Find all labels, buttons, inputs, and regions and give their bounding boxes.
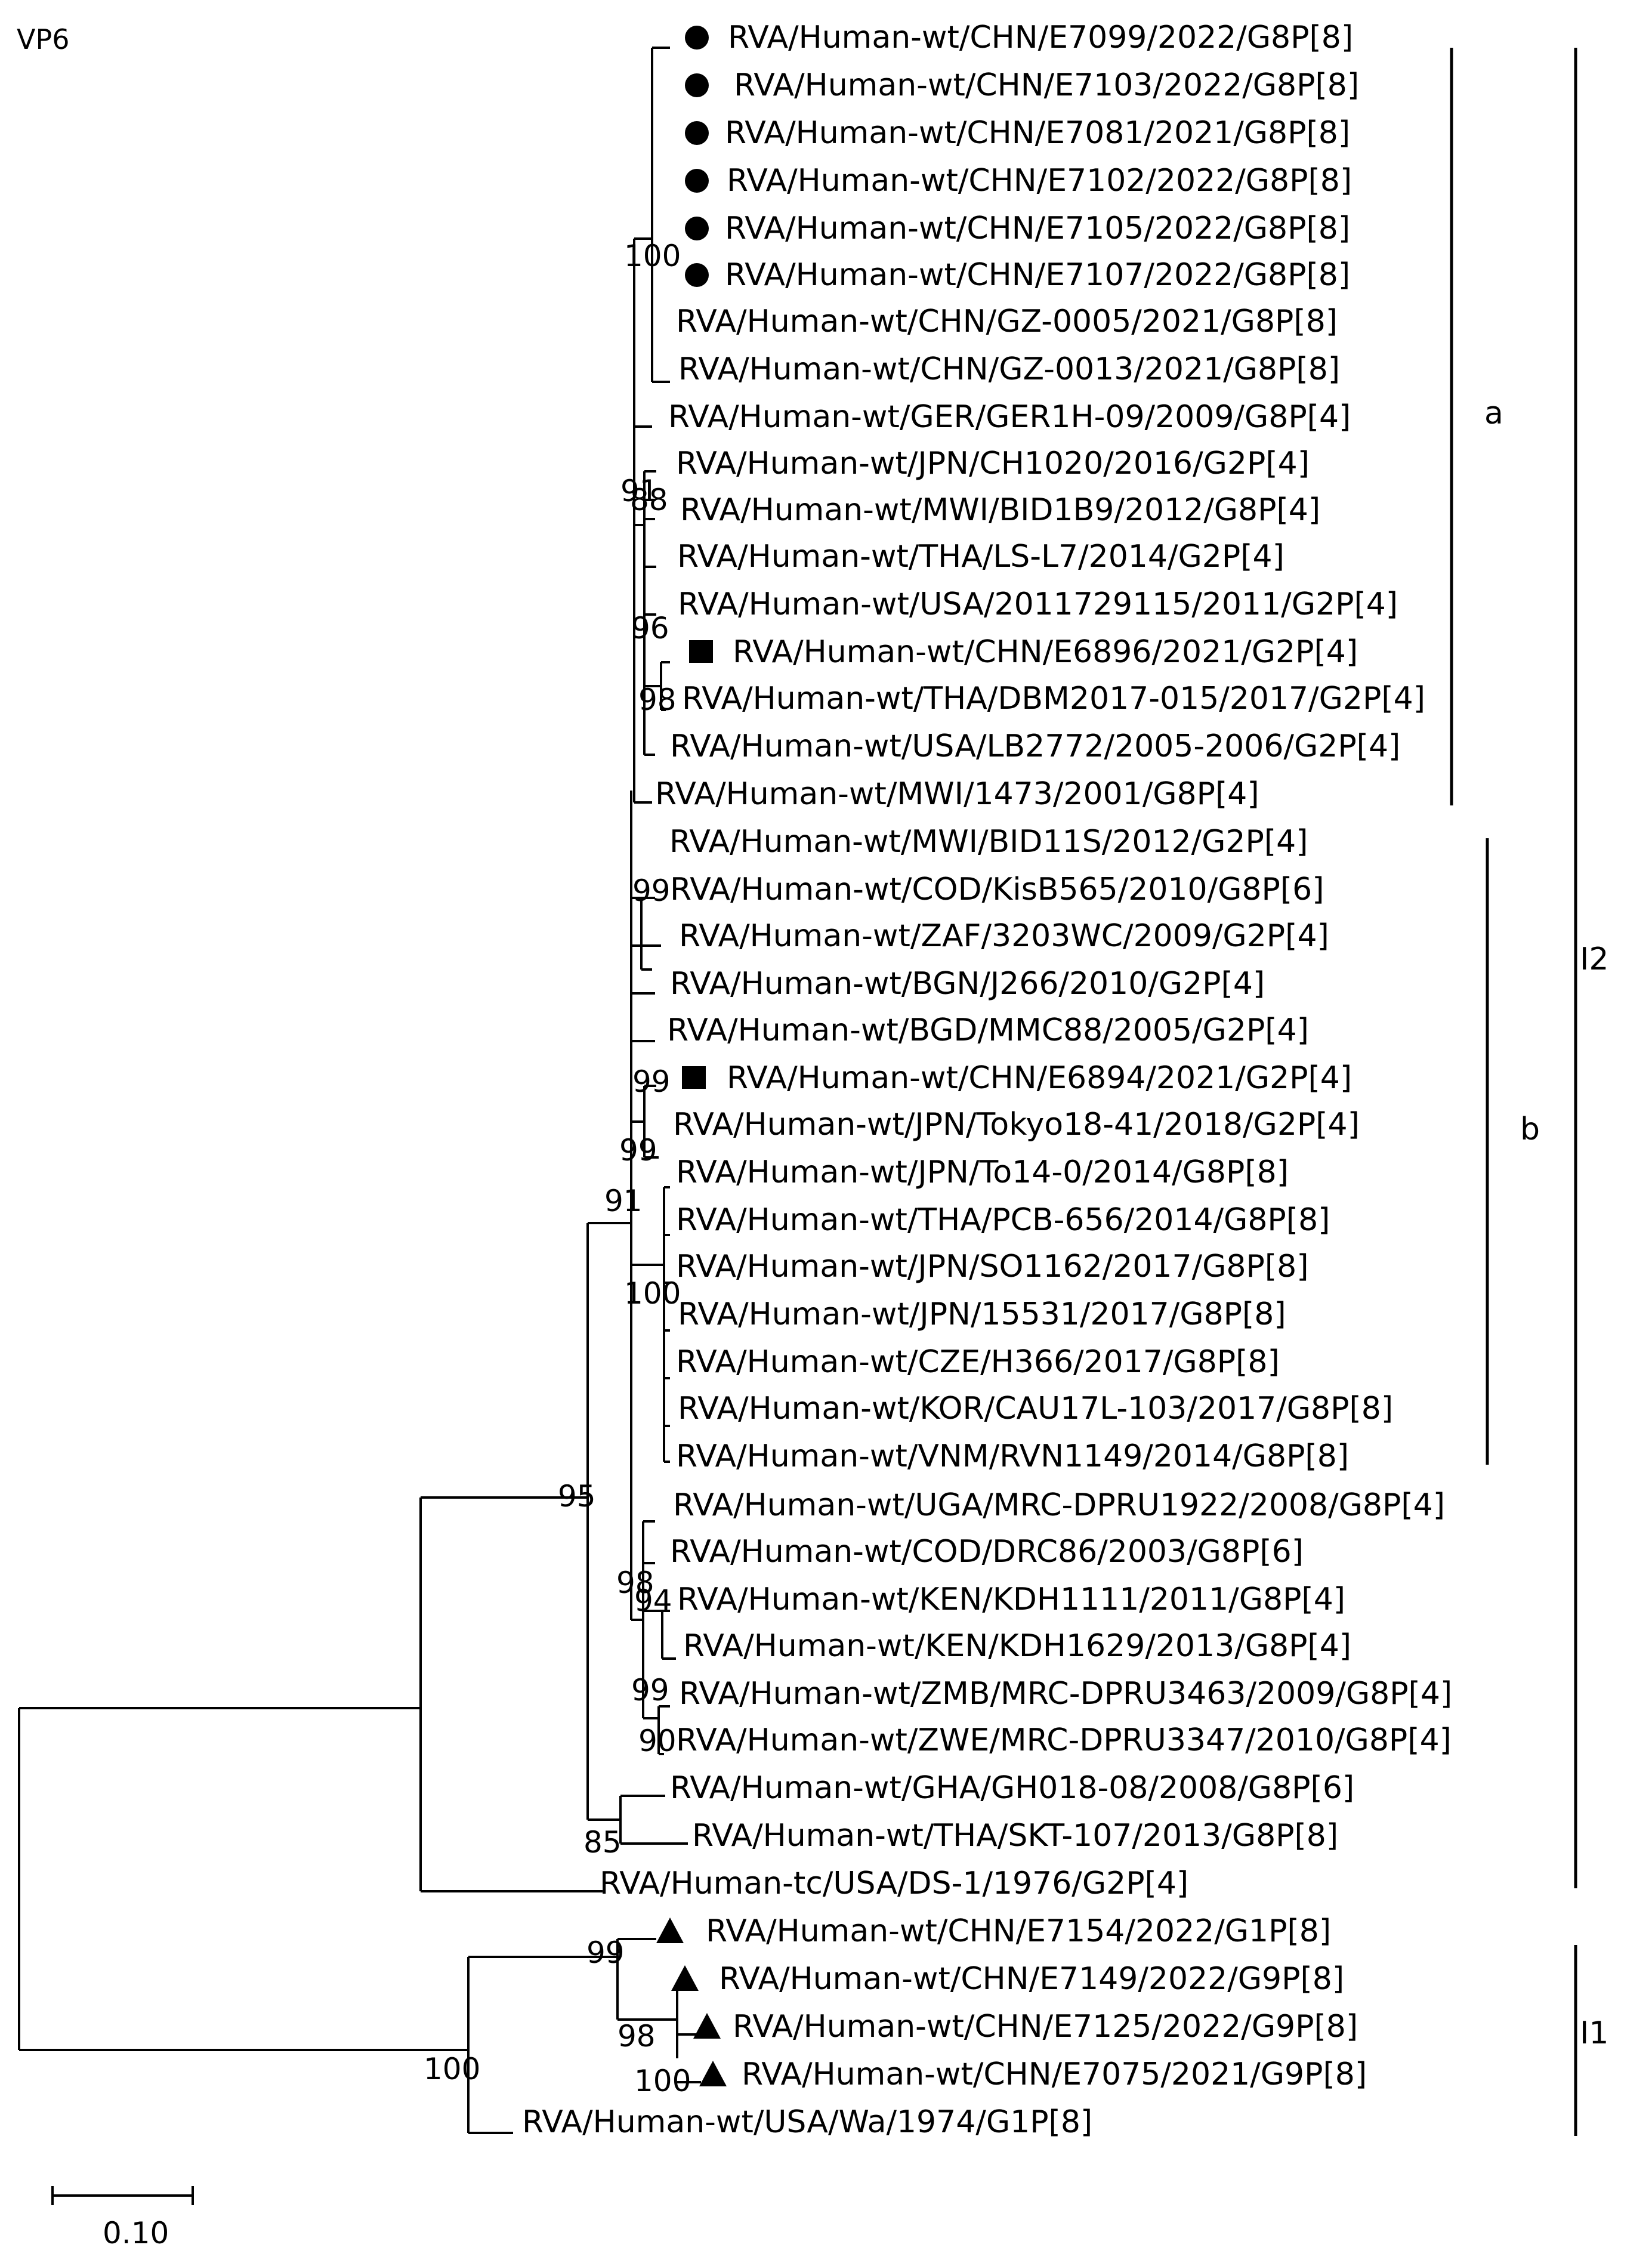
bootstrap-value: 85 <box>583 1825 622 1860</box>
triangle-marker-icon <box>656 1918 684 1943</box>
leaf-label: RVA/Human-wt/KEN/KDH1629/2013/G8P[4] <box>683 1628 1351 1664</box>
leaf-label: RVA/Human-wt/THA/SKT-107/2013/G8P[8] <box>692 1818 1338 1854</box>
square-marker-icon <box>682 1066 706 1089</box>
bootstrap-value: 99 <box>619 1133 657 1168</box>
figure-title: VP6 <box>17 23 69 55</box>
leaf-label: RVA/Human-wt/CHN/E7081/2021/G8P[8] <box>725 115 1350 151</box>
leaf-label: RVA/Human-wt/ZAF/3203WC/2009/G2P[4] <box>679 918 1329 954</box>
leaf-label: RVA/Human-wt/KOR/CAU17L-103/2017/G8P[8] <box>678 1391 1393 1427</box>
leaf-label: RVA/Human-wt/CHN/E7149/2022/G9P[8] <box>719 1961 1344 1997</box>
bootstrap-value: 94 <box>634 1583 672 1618</box>
triangle-marker-icon <box>699 2061 727 2086</box>
leaf-label: RVA/Human-wt/BGD/MMC88/2005/G2P[4] <box>667 1012 1309 1048</box>
leaf-label: RVA/Human-wt/THA/DBM2017-015/2017/G2P[4] <box>682 681 1425 717</box>
leaf-label: RVA/Human-wt/KEN/KDH1111/2011/G8P[4] <box>677 1582 1345 1617</box>
leaf-label: RVA/Human-wt/COD/DRC86/2003/G8P[6] <box>670 1534 1304 1570</box>
bootstrap-value: 100 <box>624 239 681 273</box>
leaf-label: RVA/Human-tc/USA/DS-1/1976/G2P[4] <box>600 1866 1188 1901</box>
bootstrap-value: 100 <box>634 2064 691 2098</box>
leaf-label: RVA/Human-wt/THA/LS-L7/2014/G2P[4] <box>677 539 1284 575</box>
leaf-label: RVA/Human-wt/MWI/1473/2001/G8P[4] <box>655 776 1259 812</box>
leaf-label: RVA/Human-wt/USA/Wa/1974/G1P[8] <box>522 2104 1092 2140</box>
circle-marker-icon <box>685 26 709 50</box>
leaf-label: RVA/Human-wt/JPN/SO1162/2017/G8P[8] <box>676 1249 1309 1285</box>
leaf-label: RVA/Human-wt/JPN/CH1020/2016/G2P[4] <box>676 446 1310 481</box>
clade-label: I1 <box>1580 2015 1608 2051</box>
leaf-label: RVA/Human-wt/BGN/J266/2010/G2P[4] <box>670 966 1265 1002</box>
leaf-label: RVA/Human-wt/VNM/RVN1149/2014/G8P[8] <box>676 1438 1349 1474</box>
bootstrap-value: 98 <box>617 2019 656 2054</box>
triangle-marker-icon <box>693 2013 721 2039</box>
bootstrap-value: 98 <box>638 683 677 717</box>
bootstrap-value: 99 <box>631 1673 669 1708</box>
bootstrap-value: 99 <box>632 873 671 908</box>
leaf-label: RVA/Human-wt/JPN/Tokyo18-41/2018/G2P[4] <box>673 1107 1360 1143</box>
leaf-labels: RVA/Human-wt/CHN/E7099/2022/G8P[8] RVA/Hu… <box>522 20 1452 2140</box>
leaf-label: RVA/Human-wt/CHN/E7107/2022/G8P[8] <box>725 257 1350 293</box>
bootstrap-value: 91 <box>620 474 659 508</box>
scale-bar-line <box>51 2186 194 2205</box>
leaf-label: RVA/Human-wt/CZE/H366/2017/G8P[8] <box>676 1344 1280 1380</box>
leaf-label: RVA/Human-wt/GHA/GH018-08/2008/G8P[6] <box>670 1770 1354 1806</box>
circle-marker-icon <box>685 263 709 287</box>
leaf-label: RVA/Human-wt/CHN/E7125/2022/G9P[8] <box>733 2009 1358 2045</box>
leaf-label: RVA/Human-wt/CHN/E7099/2022/G8P[8] <box>728 20 1353 55</box>
leaf-label: RVA/Human-wt/JPN/To14-0/2014/G8P[8] <box>676 1154 1289 1190</box>
bootstrap-value: 99 <box>586 1935 625 1970</box>
bootstrap-value: 100 <box>624 1276 681 1311</box>
circle-marker-icon <box>685 169 709 193</box>
leaf-label: RVA/Human-wt/ZMB/MRC-DPRU3463/2009/G8P[4… <box>679 1676 1452 1712</box>
triangle-marker-icon <box>671 1965 699 1991</box>
bootstrap-values: 1009188969899999991100959894999085999810… <box>424 239 691 2098</box>
leaf-label: RVA/Human-wt/MWI/BID1B9/2012/G8P[4] <box>680 492 1320 528</box>
leaf-label: RVA/Human-wt/USA/LB2772/2005-2006/G2P[4] <box>670 728 1400 764</box>
bootstrap-value: 96 <box>631 611 669 646</box>
leaf-label: RVA/Human-wt/CHN/GZ-0013/2021/G8P[8] <box>678 351 1340 387</box>
square-marker-icon <box>689 640 713 663</box>
clade-label: I2 <box>1580 941 1608 977</box>
leaf-label: RVA/Human-wt/CHN/E7103/2022/G8P[8] <box>734 67 1359 103</box>
leaf-label: RVA/Human-wt/USA/2011729115/2011/G2P[4] <box>678 586 1398 622</box>
bootstrap-value: 100 <box>424 2052 480 2086</box>
bootstrap-value: 91 <box>604 1184 643 1218</box>
bootstrap-value: 99 <box>632 1064 671 1099</box>
leaf-label: RVA/Human-wt/CHN/E7105/2022/G8P[8] <box>725 211 1350 246</box>
leaf-label: RVA/Human-wt/GER/GER1H-09/2009/G8P[4] <box>668 399 1351 435</box>
leaf-label: RVA/Human-wt/MWI/BID11S/2012/G2P[4] <box>669 824 1308 860</box>
leaf-label: RVA/Human-wt/UGA/MRC-DPRU1922/2008/G8P[4… <box>673 1487 1445 1523</box>
scale-bar-label: 0.10 <box>103 2216 169 2250</box>
circle-marker-icon <box>685 217 709 240</box>
leaf-label: RVA/Human-wt/CHN/E7102/2022/G8P[8] <box>727 163 1352 199</box>
bootstrap-value: 98 <box>616 1566 654 1600</box>
bootstrap-value: 90 <box>638 1724 677 1758</box>
bootstrap-value: 88 <box>630 483 668 517</box>
leaf-label: RVA/Human-wt/CHN/E7154/2022/G1P[8] <box>706 1913 1331 1949</box>
tree-branches <box>18 47 701 2205</box>
circle-marker-icon <box>685 73 709 97</box>
leaf-label: RVA/Human-wt/ZWE/MRC-DPRU3347/2010/G8P[4… <box>676 1722 1452 1758</box>
leaf-label: RVA/Human-wt/CHN/GZ-0005/2021/G8P[8] <box>676 304 1338 339</box>
leaf-label: RVA/Human-wt/CHN/E6896/2021/G2P[4] <box>733 634 1358 670</box>
clade-label: a <box>1484 396 1503 431</box>
circle-marker-icon <box>685 121 709 145</box>
bootstrap-value: 95 <box>558 1479 596 1514</box>
leaf-label: RVA/Human-wt/CHN/E6894/2021/G2P[4] <box>727 1060 1352 1096</box>
clade-label: b <box>1520 1111 1540 1147</box>
leaf-label: RVA/Human-wt/CHN/E7075/2021/G9P[8] <box>742 2057 1367 2092</box>
leaf-label: RVA/Human-wt/JPN/15531/2017/G8P[8] <box>678 1296 1286 1332</box>
leaf-label: RVA/Human-wt/THA/PCB-656/2014/G8P[8] <box>676 1202 1330 1238</box>
leaf-label: RVA/Human-wt/COD/KisB565/2010/G8P[6] <box>670 872 1324 907</box>
